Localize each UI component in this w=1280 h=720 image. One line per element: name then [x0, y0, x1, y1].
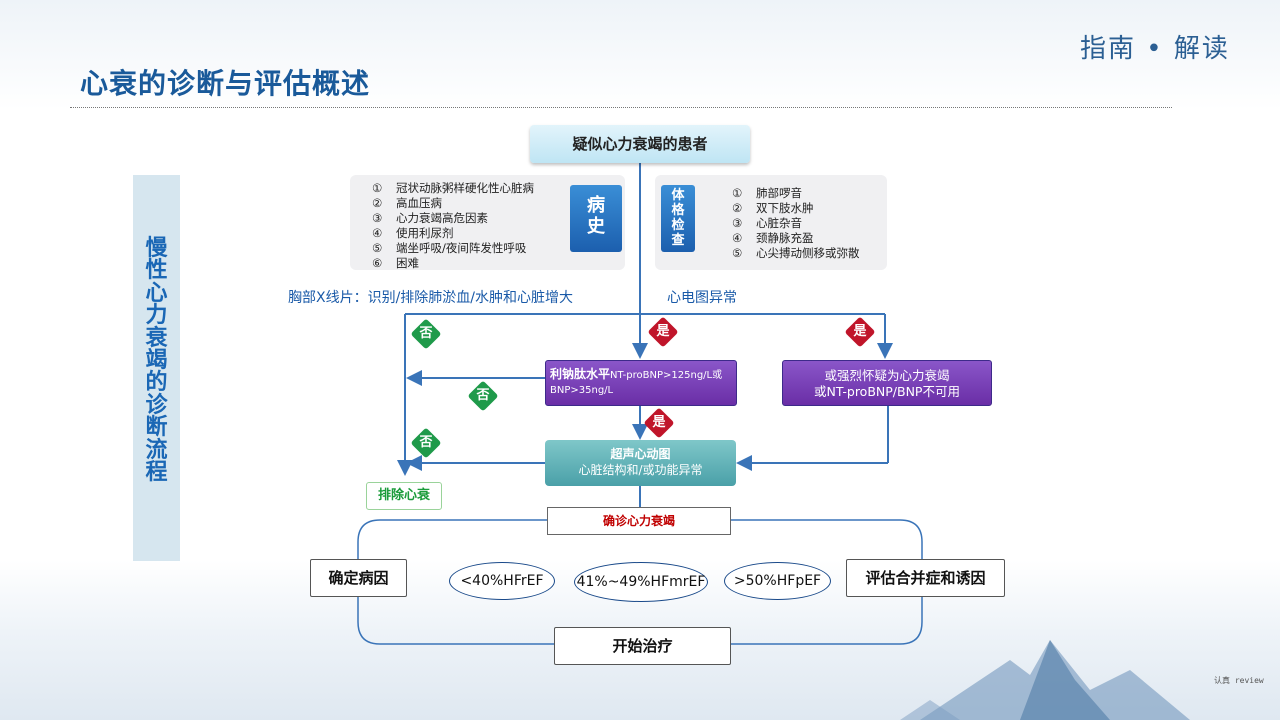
strong-line-1: 或强烈怀疑为心力衰竭 — [824, 368, 950, 383]
bnp-detail: NT-proBNP>125ng/L或BNP>35ng/L — [550, 370, 723, 396]
mountain-illustration — [900, 640, 1190, 720]
side-label-bar — [133, 175, 180, 561]
etiology-box: 确定病因 — [310, 559, 407, 597]
page-title: 心衰的诊断与评估概述 — [80, 67, 371, 100]
hfref-ellipse: <40%HFrEF — [449, 562, 555, 600]
xray-text: 胸部X线片：识别/排除肺淤血/水肿和心脏增大 — [288, 290, 574, 306]
strong-suspicion-box: 或强烈怀疑为心力衰竭 或NT-proBNP/BNP不可用 — [782, 360, 992, 406]
yes-label: 是 — [656, 324, 670, 339]
no-label: 否 — [419, 435, 433, 450]
side-label: 慢 性 心 力 衰 竭 的 诊 断 流 程 — [145, 236, 168, 486]
brand-label: 指南 • 解读 — [1080, 34, 1230, 64]
no-label: 否 — [419, 326, 433, 341]
ecg-text: 心电图异常 — [667, 290, 737, 306]
start-treatment-box: 开始治疗 — [554, 627, 731, 665]
strong-line-2: 或NT-proBNP/BNP不可用 — [814, 384, 960, 399]
history-tag: 病 史 — [570, 185, 622, 252]
comorbidity-box: 评估合并症和诱因 — [846, 559, 1005, 597]
echo-title: 超声心动图 — [610, 447, 671, 461]
suspected-patient-box: 疑似心力衰竭的患者 — [530, 125, 750, 163]
exclude-hf-box: 排除心衰 — [366, 482, 442, 510]
yes-label: 是 — [652, 415, 666, 430]
header-background — [0, 0, 1280, 110]
natriuretic-peptide-box: 利钠肽水平NT-proBNP>125ng/L或BNP>35ng/L — [545, 360, 737, 406]
watermark: 认真 review — [1214, 676, 1264, 685]
echo-detail: 心脏结构和/或功能异常 — [578, 463, 703, 477]
exam-tag: 体 格 检 查 — [661, 185, 695, 252]
hfmref-ellipse: 41%~49%HFmrEF — [574, 562, 708, 602]
bnp-title: 利钠肽水平 — [550, 367, 611, 381]
title-divider — [70, 107, 1172, 108]
echocardiogram-box: 超声心动图 心脏结构和/或功能异常 — [545, 440, 736, 486]
confirm-hf-box: 确诊心力衰竭 — [547, 507, 731, 535]
yes-label: 是 — [853, 324, 867, 339]
no-label: 否 — [476, 388, 490, 403]
hfpef-ellipse: >50%HFpEF — [724, 562, 831, 600]
